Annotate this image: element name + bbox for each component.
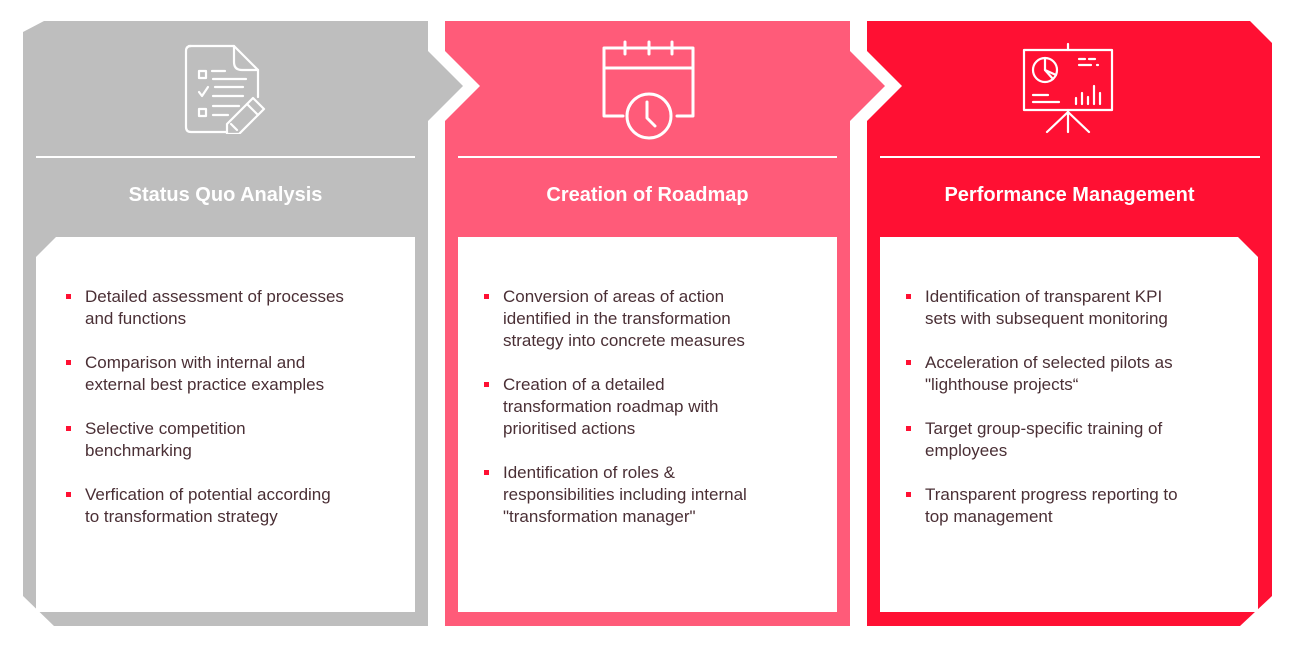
list-item-text-line: Identification of roles & <box>503 463 675 482</box>
list-item-text-line: prioritised actions <box>503 419 636 438</box>
list-item-text-line: Comparison with internal and <box>85 353 306 372</box>
bullet-icon <box>906 426 911 431</box>
list-item-text-line: to transformation strategy <box>85 507 278 526</box>
phase-3-list-item: Transparent progress reporting to top man… <box>903 484 1253 528</box>
list-item-text-line: transformation roadmap with <box>503 397 719 416</box>
phase-1-list-item: Comparison with internal and external bes… <box>63 352 408 396</box>
list-item-text-line: identified in the transformation <box>503 309 731 328</box>
bullet-icon <box>66 426 71 431</box>
phase-3-title: Performance Management <box>944 184 1195 206</box>
calendar-clock-icon <box>602 40 695 140</box>
list-item-text-line: Selective competition <box>85 419 246 438</box>
phase-1-list: Detailed assessment of processes and func… <box>63 286 408 550</box>
phase-2-divider <box>458 156 837 158</box>
phase-2-list-item: Creation of a detailed transformation roa… <box>481 374 831 440</box>
list-item-text-line: Creation of a detailed <box>503 375 665 394</box>
bullet-icon <box>484 294 489 299</box>
phase-2-content-box <box>458 237 837 612</box>
phase-3-list-item: Target group-specific training of employe… <box>903 418 1253 462</box>
bullet-icon <box>906 492 911 497</box>
list-item-text-line: Acceleration of selected pilots as <box>925 353 1173 372</box>
list-item-text-line: employees <box>925 441 1008 460</box>
bullet-icon <box>66 492 71 497</box>
list-item-text-line: external best practice examples <box>85 375 325 394</box>
phase-2-list-item: Identification of roles & responsibilitie… <box>481 462 831 528</box>
phase-1-divider <box>36 156 415 158</box>
list-item-text-line: strategy into concrete measures <box>503 331 745 350</box>
phase-3-list-item: Acceleration of selected pilots as "light… <box>903 352 1253 396</box>
bullet-icon <box>66 294 71 299</box>
list-item-text-line: Identification of transparent KPI <box>925 287 1163 306</box>
phase-1-list-item: Selective competition benchmarking <box>63 418 408 462</box>
bullet-icon <box>66 360 71 365</box>
bullet-icon <box>906 294 911 299</box>
bullet-icon <box>906 360 911 365</box>
list-item-text-line: top management <box>925 507 1053 526</box>
phase-2-list: Conversion of areas of action identified … <box>481 286 831 550</box>
list-item-text-line: and functions <box>85 309 187 328</box>
list-item-text-line: "lighthouse projects“ <box>925 375 1079 394</box>
phase-1-content-box <box>36 237 415 612</box>
list-item-text-line: Verfication of potential according <box>85 485 331 504</box>
list-item-text-line: sets with subsequent monitoring <box>925 309 1168 328</box>
list-item-text-line: benchmarking <box>85 441 192 460</box>
phase-3-divider <box>880 156 1260 158</box>
phase-1-list-item: Verfication of potential according to tra… <box>63 484 408 528</box>
phase-3-content-box <box>880 237 1258 612</box>
list-item-text-line: Conversion of areas of action <box>503 287 725 306</box>
bullet-icon <box>484 382 489 387</box>
list-item-text-line: "transformation manager" <box>503 507 696 526</box>
phase-3-list: Identification of transparent KPI sets wi… <box>903 286 1253 550</box>
list-item-text-line: Target group-specific training of <box>925 419 1163 438</box>
phase-3-list-item: Identification of transparent KPI sets wi… <box>903 286 1253 330</box>
list-item-text-line: responsibilities including internal <box>503 485 747 504</box>
bullet-icon <box>484 470 489 475</box>
phase-2-list-item: Conversion of areas of action identified … <box>481 286 831 352</box>
phase-1-list-item: Detailed assessment of processes and func… <box>63 286 408 330</box>
presentation-board-chart-icon <box>1022 42 1114 134</box>
list-item-text-line: Transparent progress reporting to <box>925 485 1178 504</box>
phase-1-title: Status Quo Analysis <box>128 184 323 206</box>
checklist-pencil-icon <box>184 44 266 134</box>
list-item-text-line: Detailed assessment of processes <box>85 287 344 306</box>
phase-2-title: Creation of Roadmap <box>546 184 749 206</box>
